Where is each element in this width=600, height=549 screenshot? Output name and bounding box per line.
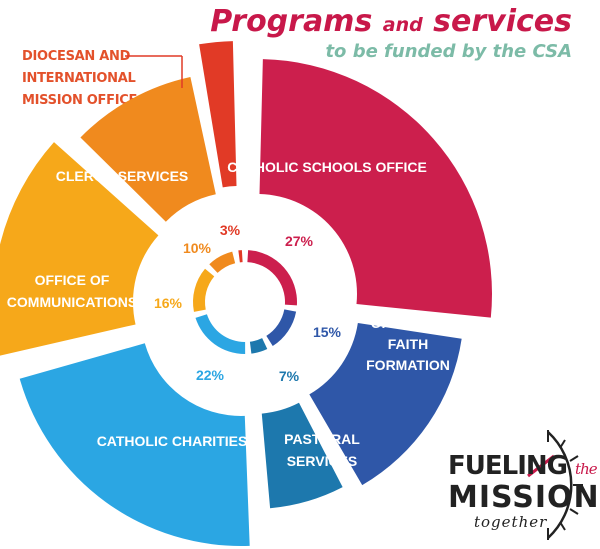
fueling-the-mission-logo: FUELING the MISSION together — [448, 452, 600, 531]
slice-label-pastoral-services-1: PASTORAL — [284, 431, 360, 447]
center-disc — [145, 202, 345, 402]
slice-label-office-of-faith-formation-2: FAITH — [388, 336, 428, 352]
pct-label-clergy-services: 10% — [183, 240, 212, 256]
slice-label-office-of-communications-1: OFFICE OF — [35, 272, 110, 288]
slice-office-of-faith-formation — [309, 323, 462, 486]
mission-office-callout: DIOCESAN AND INTERNATIONAL MISSION OFFIC… — [22, 46, 137, 112]
inner-ring-diocesan-and-international-mission-office — [238, 250, 243, 263]
pct-label-catholic-schools-office: 27% — [285, 233, 314, 249]
inner-ring-office-of-communications — [193, 268, 215, 312]
callout-line-1: DIOCESAN AND — [22, 49, 131, 64]
slice-label-catholic-charities-1: CATHOLIC CHARITIES — [97, 433, 248, 449]
slice-pastoral-services — [261, 402, 343, 509]
pct-label-office-of-communications: 16% — [154, 295, 183, 311]
logo-word-together: together — [474, 513, 548, 531]
slice-label-clergy-services-1: CLERGY SERVICES — [56, 168, 189, 184]
slice-diocesan-and-international-mission-office — [199, 41, 237, 188]
slice-label-office-of-faith-formation-1: OFFICE OF — [371, 315, 446, 331]
gauge-arc-decoration — [527, 430, 583, 540]
inner-ring-catholic-schools-office — [247, 250, 297, 306]
chart-title: Programs and services to be funded by th… — [210, 4, 572, 62]
slice-office-of-communications — [0, 142, 159, 356]
title-word-services: services — [433, 4, 572, 39]
title-word-and: and — [382, 14, 423, 36]
inner-ring-office-of-faith-formation — [266, 309, 297, 346]
slice-catholic-schools-office — [259, 59, 492, 318]
logo-word-mission: MISSION — [448, 480, 600, 515]
inner-ring-catholic-charities — [195, 314, 246, 354]
slice-clergy-services — [80, 76, 216, 222]
chart-subtitle: to be funded by the CSA — [325, 41, 572, 62]
slice-label-office-of-faith-formation-3: FORMATION — [366, 357, 450, 373]
slice-catholic-charities — [19, 343, 250, 546]
pct-label-office-of-faith-formation: 15% — [313, 324, 342, 340]
slice-label-office-of-communications-2: COMMUNICATIONS — [7, 294, 137, 310]
pct-label-diocesan-and-international-mission-office: 3% — [220, 222, 241, 238]
gauge-needle — [527, 454, 555, 478]
logo-word-the: the — [575, 460, 598, 478]
pct-label-pastoral-services: 7% — [279, 368, 300, 384]
callout-line-2: INTERNATIONAL — [22, 71, 136, 86]
inner-ring-clergy-services — [209, 251, 236, 273]
slice-label-pastoral-services-2: SERVICES — [287, 453, 358, 469]
pct-label-catholic-charities: 22% — [196, 367, 225, 383]
title-word-programs: Programs — [210, 4, 373, 39]
logo-word-fueling: FUELING — [448, 451, 568, 481]
callout-line-3: MISSION OFFICE — [22, 93, 138, 108]
inner-ring-pastoral-services — [249, 338, 268, 354]
slice-label-catholic-schools-office-1: CATHOLIC SCHOOLS OFFICE — [227, 159, 427, 175]
